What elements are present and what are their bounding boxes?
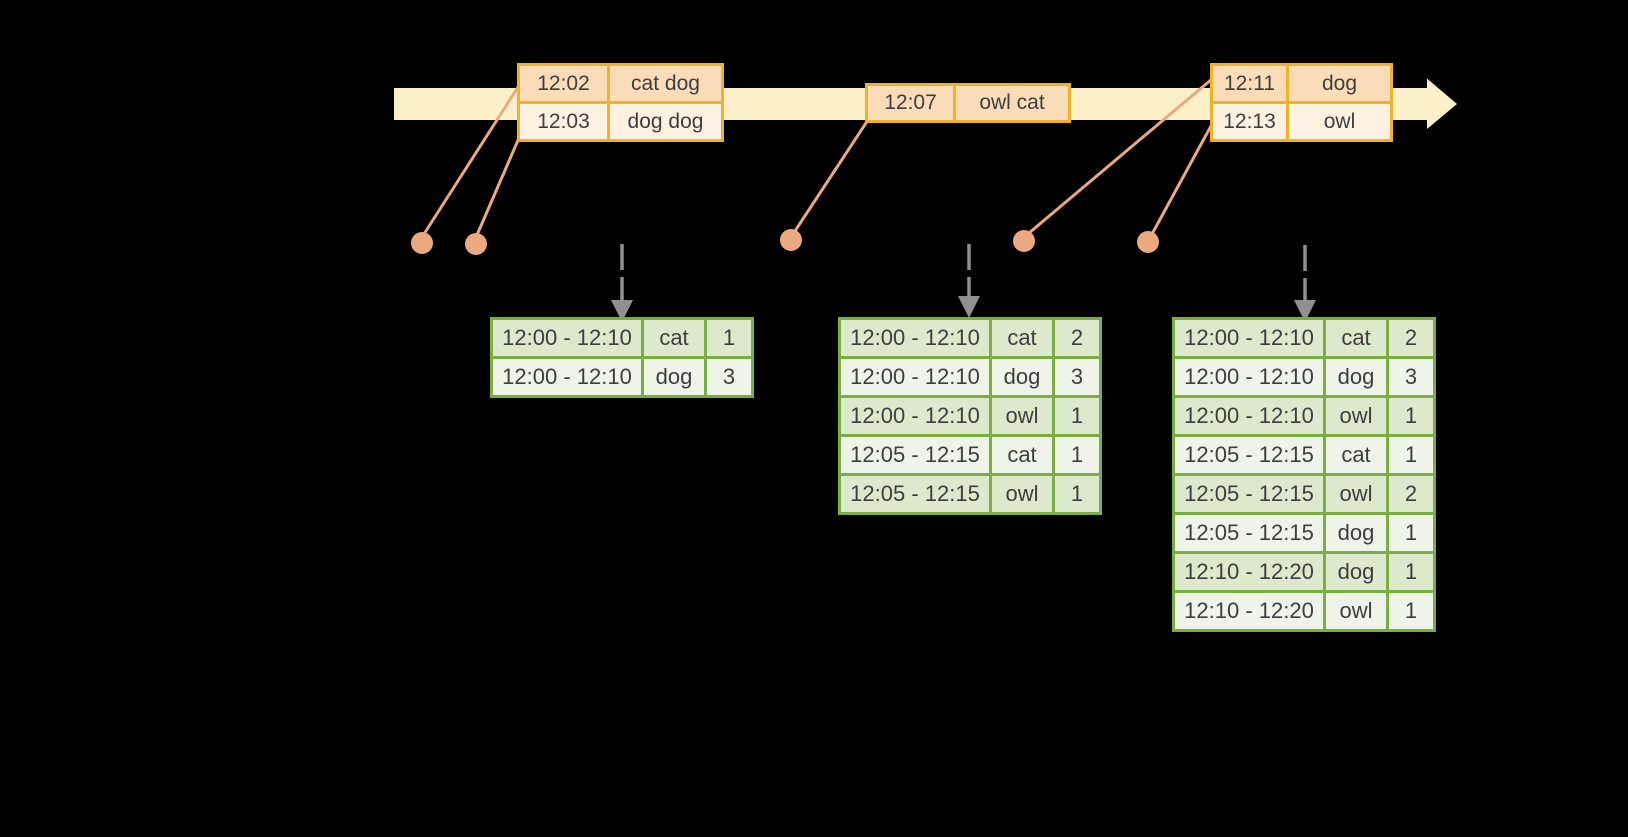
table-cell: 1 <box>1389 398 1433 434</box>
table-cell: owl <box>1326 476 1386 512</box>
event-marker-dot-icon <box>411 232 433 254</box>
table-cell: 12:07 <box>868 86 953 120</box>
table-cell: 12:11 <box>1213 66 1286 101</box>
table-cell: 12:03 <box>520 104 607 139</box>
table-cell: dog <box>1289 66 1390 101</box>
event-connector-line <box>793 121 868 233</box>
table-cell: 12:13 <box>1213 104 1286 139</box>
table-cell: 12:00 - 12:10 <box>1175 320 1323 356</box>
table-cell: cat <box>1326 320 1386 356</box>
event-connector-line <box>1027 77 1214 235</box>
event-connector-lines <box>422 77 1214 237</box>
table-cell: 12:05 - 12:15 <box>841 476 989 512</box>
table-cell: dog <box>992 359 1052 395</box>
event-connector-line <box>1150 124 1213 236</box>
table-cell: 12:00 - 12:10 <box>841 398 989 434</box>
table-cell: 2 <box>1389 320 1433 356</box>
table-cell: dog dog <box>610 104 721 139</box>
table-cell: owl <box>992 398 1052 434</box>
event-marker-dot-icon <box>465 233 487 255</box>
table-cell: 1 <box>1055 437 1099 473</box>
trigger-arrow-icon <box>958 244 980 318</box>
table-cell: owl <box>1326 593 1386 629</box>
table-cell: 2 <box>1389 476 1433 512</box>
table-cell: 12:00 - 12:10 <box>493 320 641 356</box>
table-cell: 12:05 - 12:15 <box>841 437 989 473</box>
table-cell: owl <box>1289 104 1390 139</box>
table-cell: cat <box>992 437 1052 473</box>
event-time-axis-arrowhead-icon <box>1427 78 1457 129</box>
event-marker-dot-icon <box>1013 230 1035 252</box>
table-cell: owl cat <box>956 86 1068 120</box>
table-cell: owl <box>992 476 1052 512</box>
table-cell: 1 <box>1389 593 1433 629</box>
table-cell: 12:00 - 12:10 <box>841 359 989 395</box>
table-cell: 1 <box>1055 398 1099 434</box>
table-cell: 1 <box>1055 476 1099 512</box>
table-cell: 1 <box>1389 515 1433 551</box>
table-cell: 12:02 <box>520 66 607 101</box>
table-cell: 3 <box>1055 359 1099 395</box>
table-cell: 3 <box>707 359 751 395</box>
event-connector-line <box>475 129 524 237</box>
table-cell: dog <box>1326 554 1386 590</box>
table-cell: 12:00 - 12:10 <box>1175 398 1323 434</box>
trigger-arrows <box>611 244 1316 322</box>
table-cell: 1 <box>707 320 751 356</box>
table-cell: 12:05 - 12:15 <box>1175 437 1323 473</box>
table-cell: 12:10 - 12:20 <box>1175 554 1323 590</box>
table-cell: 12:05 - 12:15 <box>1175 476 1323 512</box>
table-cell: 1 <box>1389 437 1433 473</box>
table-cell: cat <box>992 320 1052 356</box>
table-cell: 12:05 - 12:15 <box>1175 515 1323 551</box>
table-cell: cat <box>1326 437 1386 473</box>
event-marker-dots <box>411 229 1159 255</box>
trigger-arrow-icon <box>1294 245 1316 322</box>
table-cell: dog <box>644 359 704 395</box>
table-cell: cat dog <box>610 66 721 101</box>
table-cell: 12:10 - 12:20 <box>1175 593 1323 629</box>
event-marker-dot-icon <box>780 229 802 251</box>
table-cell: dog <box>1326 515 1386 551</box>
table-cell: 12:00 - 12:10 <box>1175 359 1323 395</box>
table-cell: 12:00 - 12:10 <box>493 359 641 395</box>
table-cell: 12:00 - 12:10 <box>841 320 989 356</box>
table-cell: cat <box>644 320 704 356</box>
table-cell: 2 <box>1055 320 1099 356</box>
trigger-arrow-icon <box>611 244 633 322</box>
event-connector-line <box>422 82 522 236</box>
table-cell: 1 <box>1389 554 1433 590</box>
table-cell: owl <box>1326 398 1386 434</box>
table-cell: 3 <box>1389 359 1433 395</box>
event-marker-dot-icon <box>1137 231 1159 253</box>
table-cell: dog <box>1326 359 1386 395</box>
